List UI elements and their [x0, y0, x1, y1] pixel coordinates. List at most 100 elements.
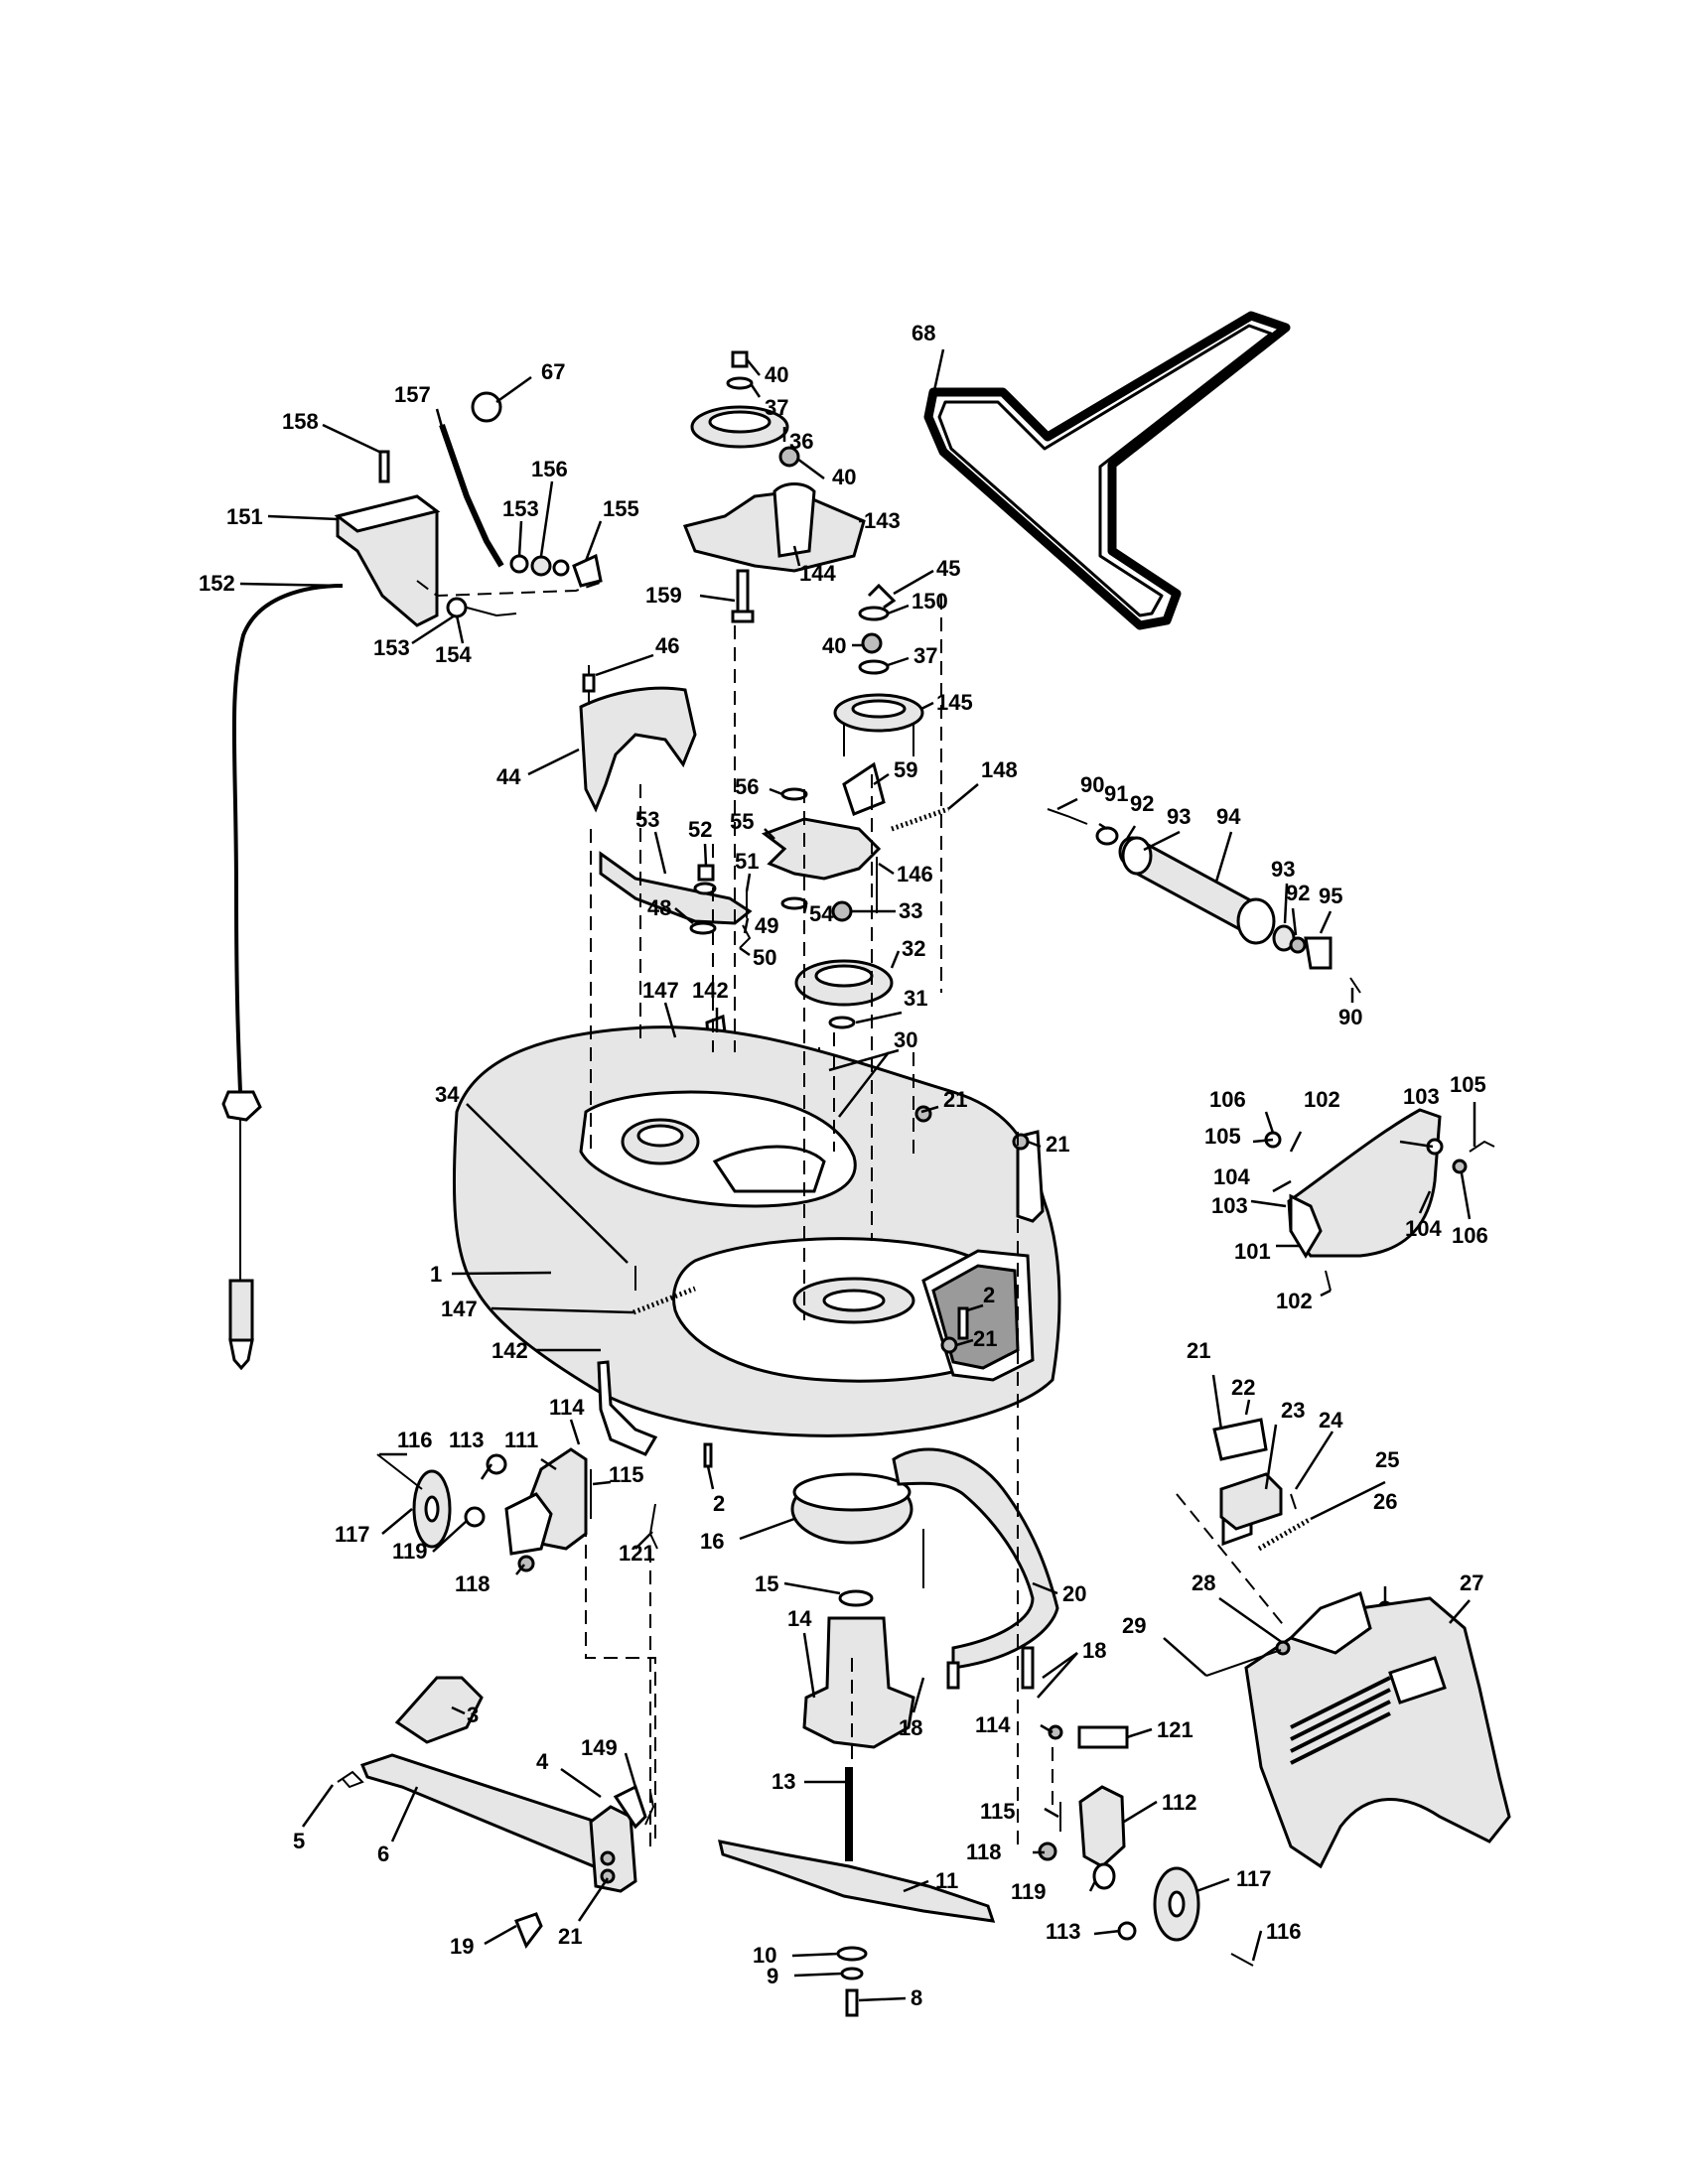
callout-labels: 68 67 157 158 151 156 153 155 152 153 15… — [199, 321, 1488, 2010]
bolt-19 — [514, 1912, 543, 1950]
callout-36: 36 — [789, 429, 813, 454]
spacer-119-left — [464, 1506, 486, 1528]
washer-37 — [726, 376, 754, 390]
leader-lines — [239, 348, 1476, 2002]
callout-56: 56 — [735, 774, 759, 799]
belt-cover-44 — [579, 665, 697, 813]
callout-113: 113 — [449, 1428, 485, 1452]
roller-assembly — [1047, 808, 1361, 994]
belt-guide-144 — [772, 482, 816, 558]
callout-33: 33 — [899, 898, 922, 923]
bolt-90-lower — [1349, 977, 1361, 994]
callout-90: 90 — [1338, 1005, 1362, 1029]
axle-95 — [1304, 936, 1333, 970]
callout-93: 93 — [1271, 857, 1295, 882]
callout-21: 21 — [973, 1326, 997, 1351]
callout-117: 117 — [1236, 1866, 1272, 1891]
callout-92: 92 — [1130, 791, 1154, 816]
callout-20: 20 — [1062, 1581, 1086, 1606]
callout-155: 155 — [603, 496, 639, 521]
callout-153: 153 — [373, 635, 410, 660]
callout-67: 67 — [541, 359, 565, 384]
callout-21: 21 — [1187, 1338, 1210, 1363]
washer-10 — [836, 1946, 868, 1962]
callout-22: 22 — [1231, 1375, 1255, 1400]
callout-52: 52 — [688, 817, 712, 842]
bushing-92-right — [1289, 936, 1307, 954]
callout-3: 3 — [467, 1703, 479, 1727]
callout-104: 104 — [1213, 1164, 1250, 1189]
bearing-15 — [838, 1589, 874, 1607]
callout-4: 4 — [536, 1749, 549, 1774]
spindle-housing-14 — [802, 1616, 915, 1749]
spring-148 — [891, 806, 949, 832]
callout-49: 49 — [755, 913, 778, 938]
callout-54: 54 — [809, 901, 834, 926]
callout-101: 101 — [1234, 1239, 1271, 1264]
clip-45 — [867, 583, 897, 610]
bolt-8 — [845, 1988, 859, 2017]
callout-24: 24 — [1319, 1408, 1343, 1433]
nut-40-top — [731, 350, 749, 368]
callout-118: 118 — [966, 1840, 1002, 1864]
pin-24 — [1290, 1493, 1297, 1510]
callout-95: 95 — [1319, 884, 1342, 908]
callout-53: 53 — [635, 807, 659, 832]
callout-154: 154 — [435, 642, 472, 667]
callout-1: 1 — [430, 1262, 442, 1287]
callout-13: 13 — [772, 1769, 795, 1794]
callout-147: 147 — [441, 1297, 478, 1321]
callout-104: 104 — [1405, 1216, 1442, 1241]
callout-114: 114 — [549, 1395, 585, 1420]
callout-93: 93 — [1167, 804, 1191, 829]
callout-45: 45 — [936, 556, 960, 581]
idler-bracket-assembly — [761, 761, 949, 913]
callout-30: 30 — [894, 1027, 917, 1052]
callout-40: 40 — [822, 633, 846, 658]
washer-31 — [828, 1016, 856, 1029]
spindle-assembly — [718, 1472, 996, 2017]
callout-6: 6 — [377, 1842, 389, 1866]
hardware-21-2 — [703, 1105, 1030, 1468]
callout-148: 148 — [981, 757, 1018, 782]
callout-119: 119 — [1011, 1879, 1047, 1904]
bolt-158 — [378, 450, 390, 483]
callout-37: 37 — [913, 643, 937, 668]
callout-46: 46 — [655, 633, 679, 658]
callout-106: 106 — [1209, 1087, 1246, 1112]
callout-114: 114 — [975, 1712, 1011, 1737]
callout-10: 10 — [753, 1943, 776, 1968]
callout-142: 142 — [692, 978, 729, 1003]
callout-156: 156 — [531, 457, 568, 481]
nut-40-mid — [778, 446, 800, 468]
spring-25 — [1257, 1516, 1313, 1552]
callout-102: 102 — [1304, 1087, 1340, 1112]
callout-149: 149 — [581, 1735, 618, 1760]
callout-48: 48 — [647, 895, 671, 920]
pin-28 — [1275, 1640, 1291, 1656]
callout-105: 105 — [1450, 1072, 1486, 1097]
bracket-142-lower — [597, 1360, 658, 1456]
callout-55: 55 — [730, 809, 754, 834]
lever-157 — [439, 424, 504, 568]
bolt-116-right — [1230, 1953, 1254, 1967]
baffle-20 — [892, 1447, 1059, 1690]
callout-34: 34 — [435, 1082, 460, 1107]
callout-112: 112 — [1162, 1790, 1197, 1815]
callout-40: 40 — [832, 465, 856, 489]
spacer-150 — [858, 606, 890, 621]
callout-145: 145 — [936, 690, 973, 715]
bolt-113-right — [1117, 1921, 1137, 1941]
callout-21: 21 — [943, 1087, 967, 1112]
callout-90: 90 — [1080, 772, 1104, 797]
callout-158: 158 — [282, 409, 319, 434]
callout-153: 153 — [502, 496, 539, 521]
callout-18: 18 — [1082, 1638, 1106, 1663]
callout-28: 28 — [1192, 1570, 1215, 1595]
bracket-55 — [761, 817, 882, 881]
deck-linkage — [599, 851, 753, 949]
callout-102: 102 — [1276, 1289, 1313, 1313]
mulch-cover-27 — [1205, 1418, 1511, 1869]
washer-48 — [689, 921, 717, 935]
washer-56 — [780, 787, 808, 801]
